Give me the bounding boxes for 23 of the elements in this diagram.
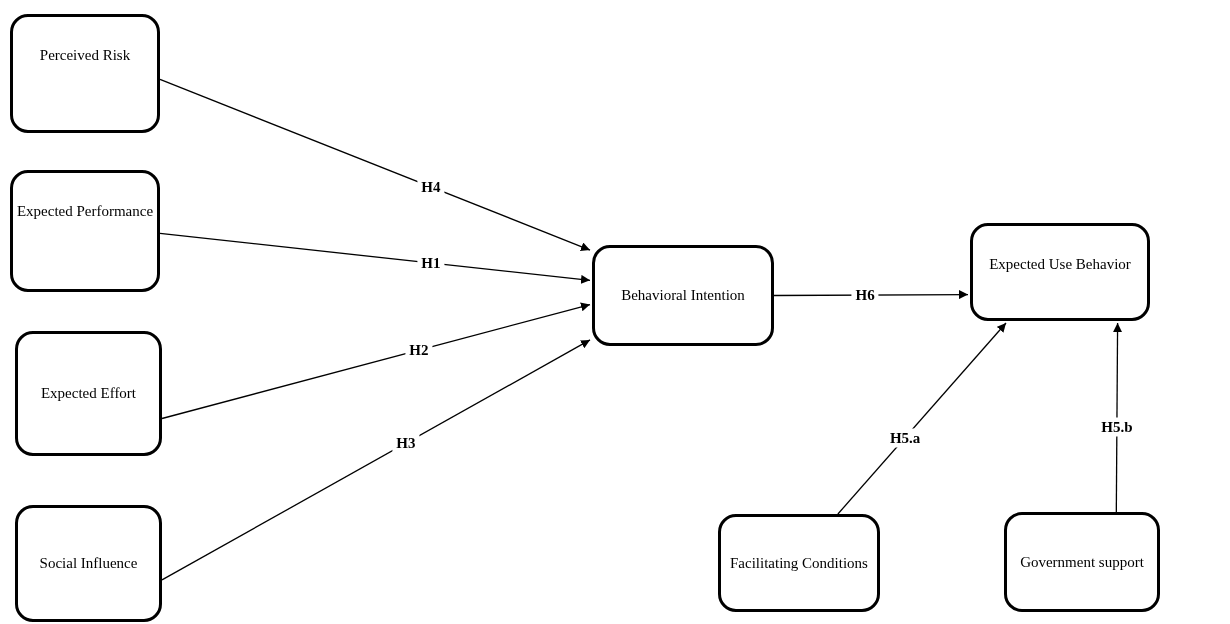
- node-label: Expected Performance: [16, 203, 154, 220]
- rounded-box: [15, 505, 162, 622]
- rounded-box: [10, 170, 160, 292]
- edge-label: H3: [392, 433, 420, 453]
- arrow: [161, 302, 591, 420]
- node-label: Behavioral Intention: [621, 287, 745, 304]
- node-label: Perceived Risk: [39, 47, 131, 64]
- node-label: Government support: [1020, 553, 1144, 571]
- arrow: [1113, 322, 1123, 513]
- arrow: [161, 339, 591, 581]
- node-label: Social Influence: [39, 555, 138, 572]
- node-label: Expected Use Behavior: [989, 256, 1131, 273]
- rounded-box: [970, 223, 1150, 321]
- rounded-box: [718, 514, 880, 612]
- node-label: Expected Effort: [40, 385, 137, 402]
- arrow: [159, 232, 591, 284]
- node-label: Facilitating Conditions: [730, 554, 868, 572]
- arrow: [837, 322, 1007, 515]
- rounded-box: [15, 331, 162, 456]
- rounded-box: [592, 245, 774, 346]
- arrow: [159, 78, 591, 251]
- rounded-box: [10, 14, 160, 133]
- rounded-box: [1004, 512, 1160, 612]
